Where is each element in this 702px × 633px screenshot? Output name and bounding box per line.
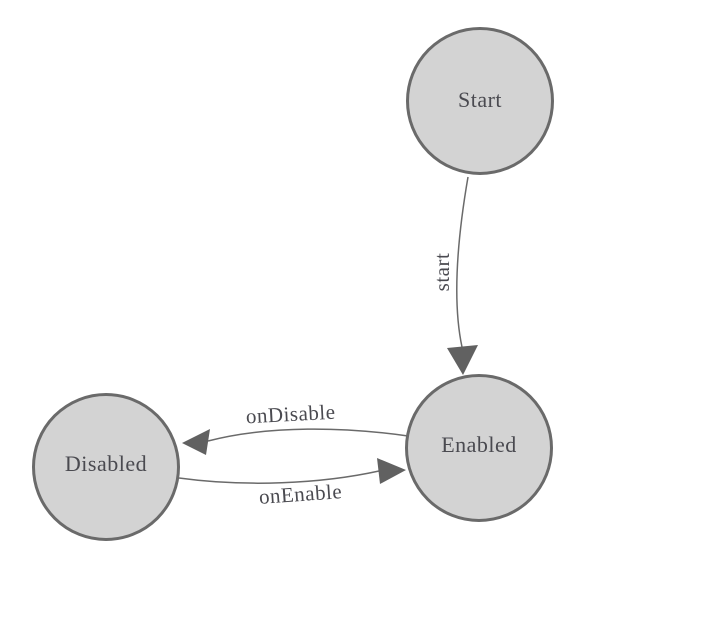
- transition-label-on-disable: onDisable: [245, 400, 336, 429]
- transition-start-line: [456, 176, 469, 348]
- state-circle-start: [406, 27, 554, 175]
- transition-label-start: start: [430, 253, 454, 292]
- transition-on-enable-line: [178, 470, 380, 484]
- state-node-enabled: Enabled: [405, 374, 553, 522]
- arrow-head-right: [377, 458, 406, 484]
- state-node-start: Start: [406, 27, 554, 175]
- transition-on-disable-line: [207, 428, 409, 442]
- state-circle-enabled: [405, 374, 553, 522]
- state-node-disabled: Disabled: [32, 393, 180, 541]
- state-label-disabled: Disabled: [65, 451, 147, 476]
- state-circle-disabled: [32, 393, 180, 541]
- transition-on-disable: onDisable: [182, 400, 409, 455]
- arrow-head-down: [447, 345, 478, 375]
- state-label-start: Start: [458, 87, 502, 112]
- transition-on-enable: onEnable: [178, 458, 406, 509]
- state-label-enabled: Enabled: [441, 432, 517, 457]
- transition-label-on-enable: onEnable: [258, 479, 343, 509]
- arrow-head-left: [182, 429, 210, 455]
- transition-start: start: [430, 176, 478, 375]
